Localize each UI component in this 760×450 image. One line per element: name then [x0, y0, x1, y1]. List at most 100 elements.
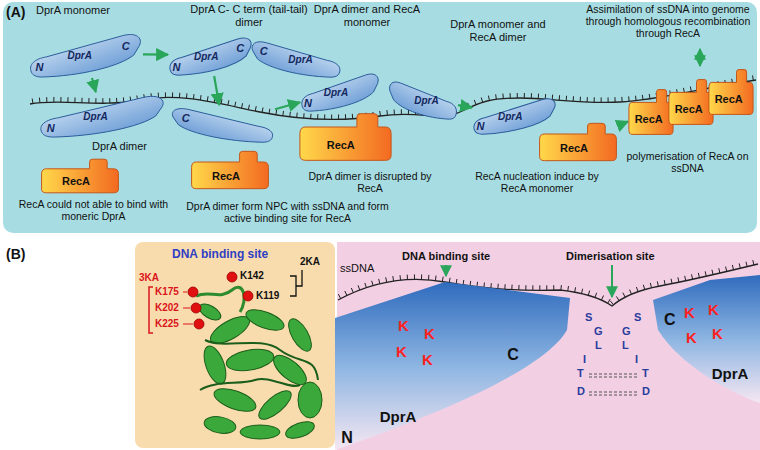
dna-base: [221, 99, 223, 104]
dna-base: [642, 95, 644, 100]
protein-name: DprA: [324, 88, 348, 98]
residue-letter: L: [595, 340, 602, 351]
dna-base: [392, 276, 394, 281]
dna-base: [81, 98, 82, 103]
residue-letter: T: [577, 368, 584, 379]
dimer-bond: [589, 374, 639, 375]
dna-base: [331, 114, 332, 119]
dna-base: [732, 265, 733, 270]
dna-base: [186, 93, 187, 98]
green-arrow: [143, 53, 168, 55]
dna-base: [401, 109, 402, 114]
dna-base: [481, 97, 482, 102]
lysine-letter: K: [684, 305, 695, 320]
protein-name: RecA: [212, 171, 240, 182]
lysine-site: [194, 319, 204, 329]
dpra-protein: DprAN: [472, 95, 557, 135]
dna-base: [539, 285, 540, 290]
protein-structure: [205, 340, 318, 380]
terminus-label: N: [36, 62, 44, 73]
protein-structure: [225, 346, 276, 374]
dna-base: [538, 94, 539, 99]
dna-base: [345, 114, 346, 119]
green-arrow: [458, 105, 472, 107]
dna-base: [179, 93, 180, 98]
dpra-protein: DprAC: [650, 275, 760, 410]
panel-letter: (B): [6, 246, 25, 262]
dna-base: [207, 96, 209, 101]
dna-base: [746, 262, 747, 267]
protein-outline: [170, 105, 275, 143]
dpra-protein: C: [170, 105, 275, 143]
caption: polymerisation of RecA on ssDNA: [625, 150, 750, 174]
dna-base: [664, 280, 666, 285]
lysine-letter: K: [708, 302, 719, 317]
dna-base: [657, 281, 659, 286]
dna-base: [407, 275, 408, 280]
bracket: [290, 270, 302, 296]
dna-base: [753, 260, 754, 265]
dna-base: [636, 287, 638, 292]
lysine-letter: K: [398, 318, 409, 333]
protein-structure: [255, 386, 296, 424]
dna-base: [67, 97, 68, 102]
dna-base: [102, 98, 103, 103]
dna-base: [502, 94, 503, 99]
dpra-protein: CDprA: [250, 38, 342, 78]
stage-title: DprA monomer and RecA dimer: [438, 18, 558, 43]
protein-name: RecA: [715, 94, 743, 105]
dna-base: [525, 285, 526, 290]
protein-outline: [172, 109, 272, 143]
panel-b-left-ground: [135, 242, 335, 448]
panel-a-ground: [3, 2, 757, 233]
protein-outline: [252, 42, 340, 77]
dna-base: [524, 93, 525, 98]
lysine-letter: K: [712, 326, 723, 341]
residue-letter: D: [642, 386, 650, 397]
dna-base: [262, 108, 264, 113]
dna-base: [456, 279, 458, 284]
dna-base: [358, 285, 360, 290]
dna-base: [470, 281, 472, 286]
dna-base: [490, 283, 491, 288]
terminus-label: N: [477, 121, 485, 132]
dna-base: [296, 113, 298, 118]
residue-label: K202: [155, 302, 179, 314]
dna-base: [428, 275, 429, 280]
lysine-site: [191, 303, 201, 313]
dna-base: [650, 283, 651, 288]
residue-label: K175: [155, 286, 179, 298]
dpra-protein: DprANC: [168, 34, 253, 76]
dna-base: [566, 96, 567, 101]
protein-outline: [335, 280, 590, 450]
protein-name: DprA: [83, 112, 107, 122]
caption: DprA dimer form NPC with ssDNA and form …: [185, 200, 390, 224]
reca-protein: RecA: [40, 158, 120, 194]
bracket: [149, 287, 153, 333]
leader-line: [183, 308, 190, 309]
protein-structure: [298, 382, 322, 418]
lysine-letter: K: [396, 344, 407, 359]
protein-structure: [200, 379, 300, 390]
dna-base: [532, 285, 533, 290]
dna-base: [394, 110, 395, 115]
dna-base: [588, 291, 589, 296]
terminus-label: N: [47, 122, 55, 133]
dna-base: [705, 271, 706, 276]
dna-base: [303, 113, 304, 118]
protein-structure: [196, 287, 322, 441]
caption: RecA could not able to bind with moneric…: [6, 198, 181, 222]
site-arrow: [445, 265, 447, 276]
lysine-site: [243, 291, 253, 301]
dna-base: [628, 96, 629, 101]
dpra-protein: DprA N: [38, 92, 166, 138]
leader-line: [183, 292, 187, 293]
protein-name: DprA: [380, 409, 417, 424]
dna-base: [386, 110, 387, 115]
dna-base: [608, 97, 609, 102]
dna-base: [752, 75, 754, 80]
protein-structure: [200, 343, 231, 387]
dna-base: [559, 95, 560, 100]
leader-line: [183, 292, 193, 324]
dna-base: [172, 92, 173, 97]
